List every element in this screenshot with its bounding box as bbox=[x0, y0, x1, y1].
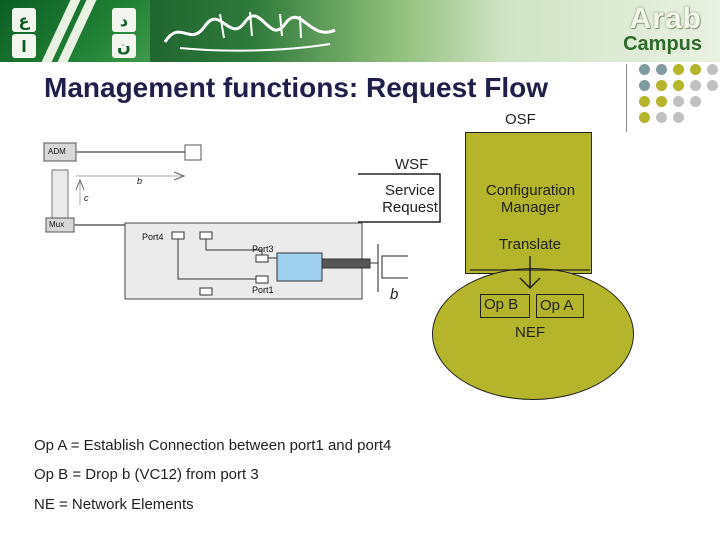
logo-letter-1: ع bbox=[12, 8, 36, 32]
mini-terminal bbox=[184, 144, 202, 161]
note-op-b: Op B = Drop b (VC12) from port 3 bbox=[34, 466, 259, 483]
dot bbox=[639, 112, 650, 123]
dot bbox=[656, 96, 667, 107]
highlight-block bbox=[276, 252, 323, 282]
dot bbox=[673, 112, 684, 123]
service-request-line-1: Service bbox=[384, 182, 436, 199]
logo-letter-2: ا bbox=[12, 34, 36, 58]
translate-arrowhead bbox=[519, 277, 541, 290]
mini-b-label: b bbox=[137, 176, 143, 186]
mini-c-label: c bbox=[84, 193, 89, 203]
mini-column bbox=[51, 169, 69, 221]
osf-label: OSF bbox=[505, 111, 536, 128]
dot bbox=[690, 96, 701, 107]
mini-arrow-c bbox=[75, 178, 85, 191]
op-a-label: Op A bbox=[540, 297, 574, 314]
wsf-bracket bbox=[358, 173, 441, 223]
note-op-a: Op A = Establish Connection between port… bbox=[34, 437, 392, 454]
port3-square bbox=[255, 254, 269, 263]
dot bbox=[673, 64, 684, 75]
brand-bottom-text: Campus bbox=[623, 33, 702, 55]
nef-ellipse bbox=[432, 268, 634, 400]
logo-letter-3: د bbox=[112, 8, 136, 32]
port1-label: Port1 bbox=[252, 285, 274, 295]
dot bbox=[673, 96, 684, 107]
b-label: b bbox=[390, 286, 399, 303]
dot bbox=[707, 80, 718, 91]
op-b-label: Op B bbox=[484, 296, 519, 313]
calligraphy-emblem bbox=[163, 11, 336, 52]
note-ne: NE = Network Elements bbox=[34, 496, 194, 513]
adm-label: ADM bbox=[48, 147, 66, 156]
dot bbox=[656, 64, 667, 75]
mini-arrow-b bbox=[173, 171, 186, 181]
title-divider bbox=[626, 64, 627, 132]
dot bbox=[690, 64, 701, 75]
dot bbox=[639, 64, 650, 75]
nef-label: NEF bbox=[515, 324, 545, 341]
translate-label: Translate bbox=[499, 236, 561, 253]
config-manager-line-2: Manager bbox=[500, 199, 561, 216]
dot bbox=[639, 96, 650, 107]
dot bbox=[656, 80, 667, 91]
op-a-box bbox=[536, 294, 584, 318]
mux-label: Mux bbox=[49, 220, 65, 229]
config-manager-line-1: Configuration bbox=[485, 182, 576, 199]
port-link bbox=[205, 239, 263, 255]
port1-square bbox=[199, 287, 213, 296]
port3-label: Port3 bbox=[252, 244, 274, 254]
decorative-dot-grid bbox=[639, 64, 719, 124]
dot bbox=[690, 80, 701, 91]
port4-label: Port4 bbox=[142, 232, 164, 242]
dot bbox=[673, 80, 684, 91]
port4-square bbox=[171, 231, 185, 240]
drop-bracket bbox=[381, 255, 408, 279]
service-request-line-2: Request bbox=[382, 199, 438, 216]
dot bbox=[707, 64, 718, 75]
port1-square-right bbox=[255, 275, 269, 284]
port4-to-port1 bbox=[177, 239, 256, 280]
brand-logo: Arab Campus bbox=[582, 4, 702, 58]
page-title: Management functions: Request Flow bbox=[44, 72, 549, 103]
op-b-box bbox=[480, 294, 530, 318]
service-request-label: Service Request bbox=[380, 182, 440, 216]
osf-box bbox=[465, 132, 592, 274]
logo-grid: ع ا د ن bbox=[8, 0, 140, 62]
brand-top-text: Arab bbox=[629, 2, 702, 35]
wsf-label: WSF bbox=[395, 156, 429, 173]
cable bbox=[321, 258, 371, 269]
port4-pair bbox=[199, 231, 213, 240]
configuration-manager-label: Configuration Manager bbox=[483, 182, 578, 216]
dot bbox=[656, 112, 667, 123]
logo-letter-4: ن bbox=[112, 34, 136, 58]
dot bbox=[639, 80, 650, 91]
